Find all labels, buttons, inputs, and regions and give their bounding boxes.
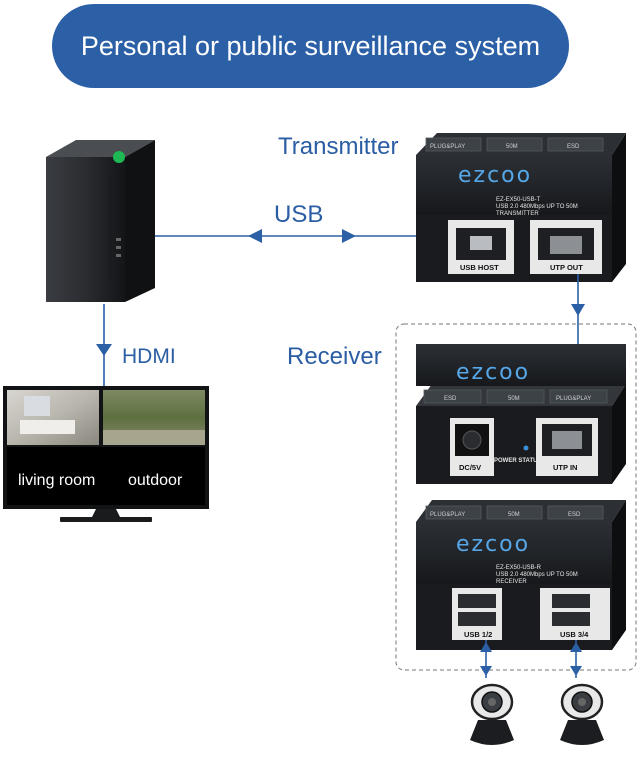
monitor-right-label: outdoor <box>128 472 183 489</box>
receiver-label: Receiver <box>287 343 382 370</box>
rx2-top-label-3: ESD <box>568 512 581 518</box>
rx2-model: EZ-EX50-USB-R <box>496 565 542 571</box>
living-room-feed <box>7 390 99 445</box>
rx1-top-label-3: PLUG&PLAY <box>556 396 591 402</box>
tx-port-usb-host: USB HOST <box>460 263 499 272</box>
power-status-led-icon <box>523 445 529 451</box>
hdmi-arrow-icon <box>96 344 112 356</box>
tx-top-label-2: 50M <box>506 144 518 150</box>
tx-brand-logo: ezcoo <box>458 163 532 188</box>
pc-tower <box>46 140 155 302</box>
tx-role: TRANSMITTER <box>496 211 539 217</box>
cam1-arrow-up-icon <box>480 642 492 652</box>
tx-spec: USB 2.0 480Mbps UP TO 50M <box>496 204 578 210</box>
rx1-top-label-2: 50M <box>508 396 520 402</box>
page-title: Personal or public surveillance system <box>80 30 541 61</box>
rx2-port-usb34: USB 3/4 <box>560 630 589 639</box>
rx1-brand-logo: ezcoo <box>456 360 530 385</box>
rx2-brand-logo: ezcoo <box>456 532 530 557</box>
cam2-arrow-down-icon <box>570 666 582 676</box>
monitor-left-label: living room <box>18 472 95 489</box>
usb-label: USB <box>274 201 323 228</box>
receiver-group-border <box>395 323 637 671</box>
tx-model: EZ-EX50-USB-T <box>496 197 541 203</box>
rx2-port-usb12: USB 1/2 <box>464 630 492 639</box>
rx2-role: RECEIVER <box>496 579 527 585</box>
rx1-port-dc: DC/5V <box>459 463 481 472</box>
utp-arrow-icon <box>571 304 585 316</box>
rx2-top-label-2: 50M <box>508 512 520 518</box>
tx-port-utp-out: UTP OUT <box>550 263 583 272</box>
rx1-port-utp-in: UTP IN <box>553 463 577 472</box>
rx1-power-status: POWER STATUS <box>494 458 541 464</box>
rx2-top-label-1: PLUG&PLAY <box>430 512 465 518</box>
usb-arrow-right-icon <box>342 229 356 243</box>
cam2-arrow-up-icon <box>570 642 582 652</box>
cam1-arrow-down-icon <box>480 666 492 676</box>
title-banner: Personal or public surveillance system <box>52 4 569 88</box>
receiver-device-front <box>416 344 626 484</box>
tx-top-label-3: ESD <box>567 144 580 150</box>
webcam-icon <box>470 683 514 745</box>
tx-top-label-1: PLUG&PLAY <box>430 144 465 150</box>
transmitter-device <box>416 133 626 282</box>
rx1-top-label-1: ESD <box>444 396 457 402</box>
usb-arrow-left-icon <box>248 229 262 243</box>
receiver-device-usb <box>416 500 626 650</box>
rx2-spec: USB 2.0 480Mbps UP TO 50M <box>496 572 578 578</box>
hp-logo-icon <box>113 151 125 163</box>
hdmi-label: HDMI <box>122 345 176 368</box>
monitor <box>3 386 209 522</box>
webcam-icon <box>560 683 604 745</box>
transmitter-label: Transmitter <box>278 133 398 160</box>
